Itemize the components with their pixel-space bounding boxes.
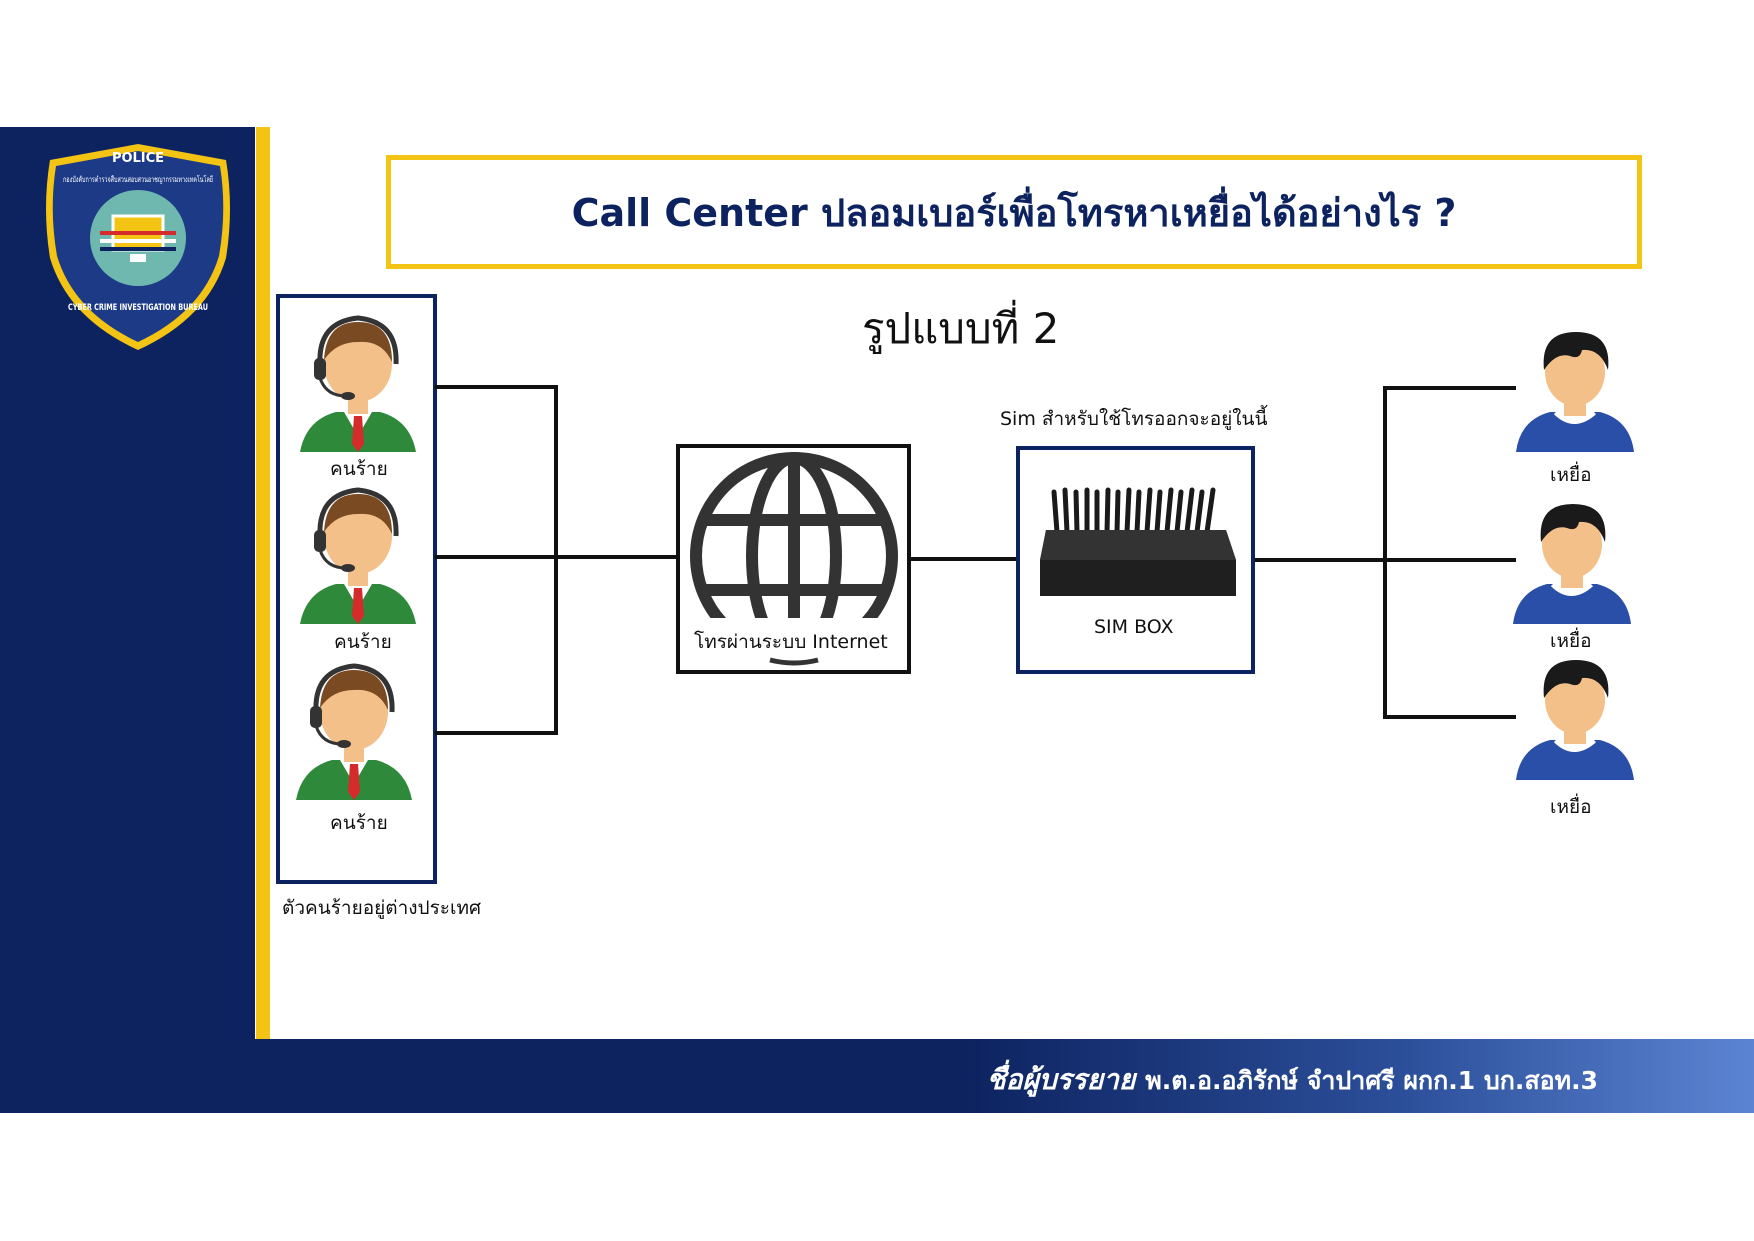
- victim-avatar-icon: [1516, 660, 1634, 780]
- title-box: Call Center ปลอมเบอร์เพื่อโทรหาเหยื่อได้…: [386, 155, 1642, 269]
- slide-subtitle: รูปแบบที่ 2: [862, 304, 1060, 353]
- footer-speaker-name: พ.ต.อ.อภิรักษ์ จำปาศรี ผกก.1 บก.สอท.3: [1145, 1066, 1598, 1095]
- victim-avatar-icon: [1513, 504, 1631, 624]
- footer-speaker: ชื่อผู้บรรยาย พ.ต.อ.อภิรักษ์ จำปาศรี ผกก.…: [987, 1058, 1598, 1102]
- sidebar-gold-stripe: [256, 127, 270, 1039]
- criminal-label: คนร้าย: [330, 458, 388, 480]
- victim-label: เหยื่อ: [1550, 464, 1592, 486]
- footer-speaker-label: ชื่อผู้บรรยาย: [986, 1063, 1136, 1096]
- slide-title: Call Center ปลอมเบอร์เพื่อโทรหาเหยื่อได้…: [571, 190, 1457, 235]
- sim-box-caption: Sim สำหรับใช้โทรออกจะอยู่ในนี้: [1000, 408, 1268, 430]
- internet-label: โทรผ่านระบบ Internet: [694, 627, 888, 657]
- victim-label: เหยื่อ: [1550, 630, 1592, 652]
- criminal-avatar-icon: [300, 487, 416, 624]
- sim-box-label: SIM BOX: [1094, 616, 1174, 638]
- footer-bar: [0, 1039, 1754, 1113]
- criminal-label: คนร้าย: [334, 631, 392, 653]
- criminal-label: คนร้าย: [330, 812, 388, 834]
- criminal-group-box: [276, 294, 437, 884]
- criminal-group-caption: ตัวคนร้ายอยู่ต่างประเทศ: [282, 897, 482, 919]
- victim-label: เหยื่อ: [1550, 796, 1592, 818]
- criminal-connectors: [435, 385, 1516, 735]
- criminal-avatar-icon: [300, 315, 416, 452]
- logo-bottom-text: CYBER CRIME INVESTIGATION BUREAU: [68, 303, 208, 313]
- logo-top-text: POLICE: [112, 151, 164, 166]
- cyber-crime-bureau-badge-icon: POLICE กองบังคับการตำรวจสืบสวนสอบสวนอาชญ…: [46, 144, 230, 350]
- victim-avatar-icon: [1516, 332, 1634, 452]
- globe-icon: [690, 452, 898, 666]
- criminal-avatar-icon: [296, 663, 412, 800]
- sim-box-icon: [1040, 487, 1236, 596]
- logo-ring-text: กองบังคับการตำรวจสืบสวนสอบสวนอาชญากรรมทา…: [63, 174, 213, 184]
